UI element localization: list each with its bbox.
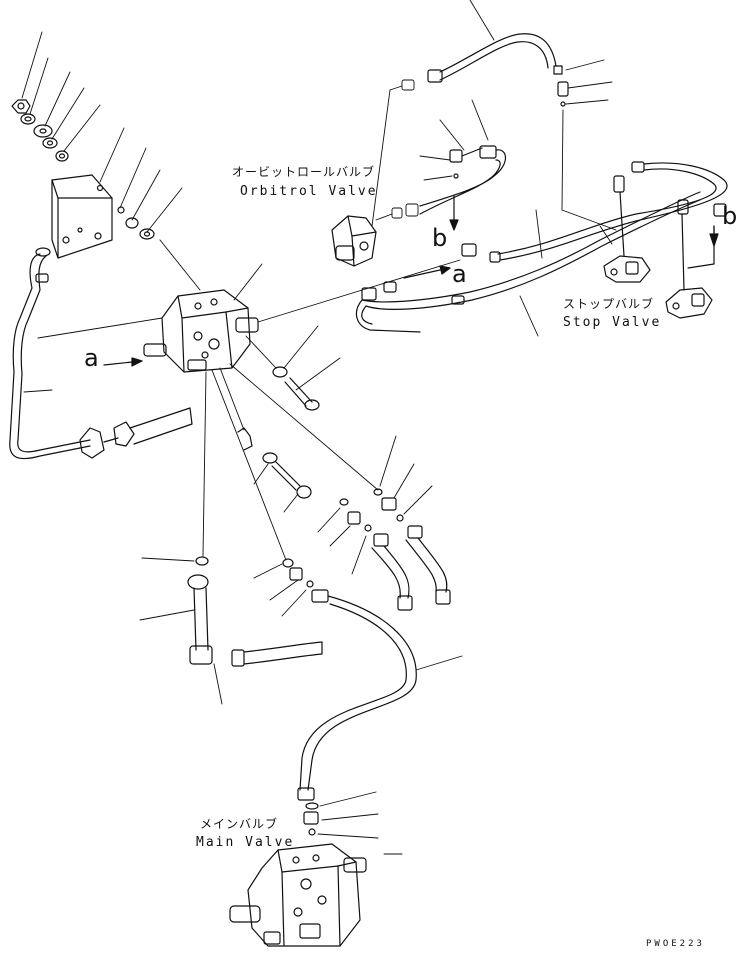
orbitrol-valve-label-en: Orbitrol Valve [240,184,378,199]
hose-left [79,407,193,459]
drawing-code: PWOE223 [646,939,705,949]
marker-b-right: b [722,202,736,230]
adapter-right [381,497,397,511]
orbitrol-ports [371,79,419,227]
bracket-plate [51,174,113,259]
washer-stack [11,99,69,162]
hose-elbow-b [405,525,451,605]
stop-valve-label-jp: ストップバルブ [563,297,655,311]
hose-right-lower [355,191,701,333]
orbitrol-fittings [419,145,507,215]
marker-a-right: a [452,260,467,288]
hose-short [231,641,323,667]
orbitrol-valve-body [331,215,377,267]
o-ring-center [282,558,294,568]
pipe-elbow-left [187,574,213,665]
hose-main-valve [297,589,417,801]
washer-small [125,217,139,229]
leader-lines-block [37,239,461,561]
adapter-center [289,567,303,581]
leader-lines-top-left [21,31,183,233]
leader-oring [283,325,319,369]
o-ring-left [195,556,209,566]
arrow-a-left [103,357,143,367]
steering-valve-block [143,289,259,373]
orbitrol-valve-label-jp: オービットロールバルブ [232,165,376,179]
clamp-bracket [237,427,312,499]
marker-b-center: b [432,224,448,252]
main-valve-body [229,843,367,947]
leader-bolt [295,357,341,391]
steering-pipe-left [9,247,91,460]
stop-valve-label-en: Stop Valve [563,315,662,330]
bolt-long [284,377,320,411]
top-right-fittings [553,65,569,107]
main-valve-label-en: Main Valve [196,835,295,850]
arrow-b-down [449,195,459,231]
hose-right-upper [497,161,728,261]
stop-valve-2 [665,213,713,319]
bolt-small [117,206,125,214]
washer-medium [139,228,155,240]
hose-top-long [427,33,557,83]
stop-valve-1 [603,191,651,283]
main-valve-label-jp: メインバルブ [200,817,279,831]
arrow-b-right [687,225,719,269]
marker-a-left: a [84,344,99,372]
fitting-cluster-right [361,175,727,305]
hose-elbow-a [371,533,413,611]
arrow-a-right [403,265,451,279]
adapter-main [303,811,319,825]
o-ring-block [272,366,288,378]
